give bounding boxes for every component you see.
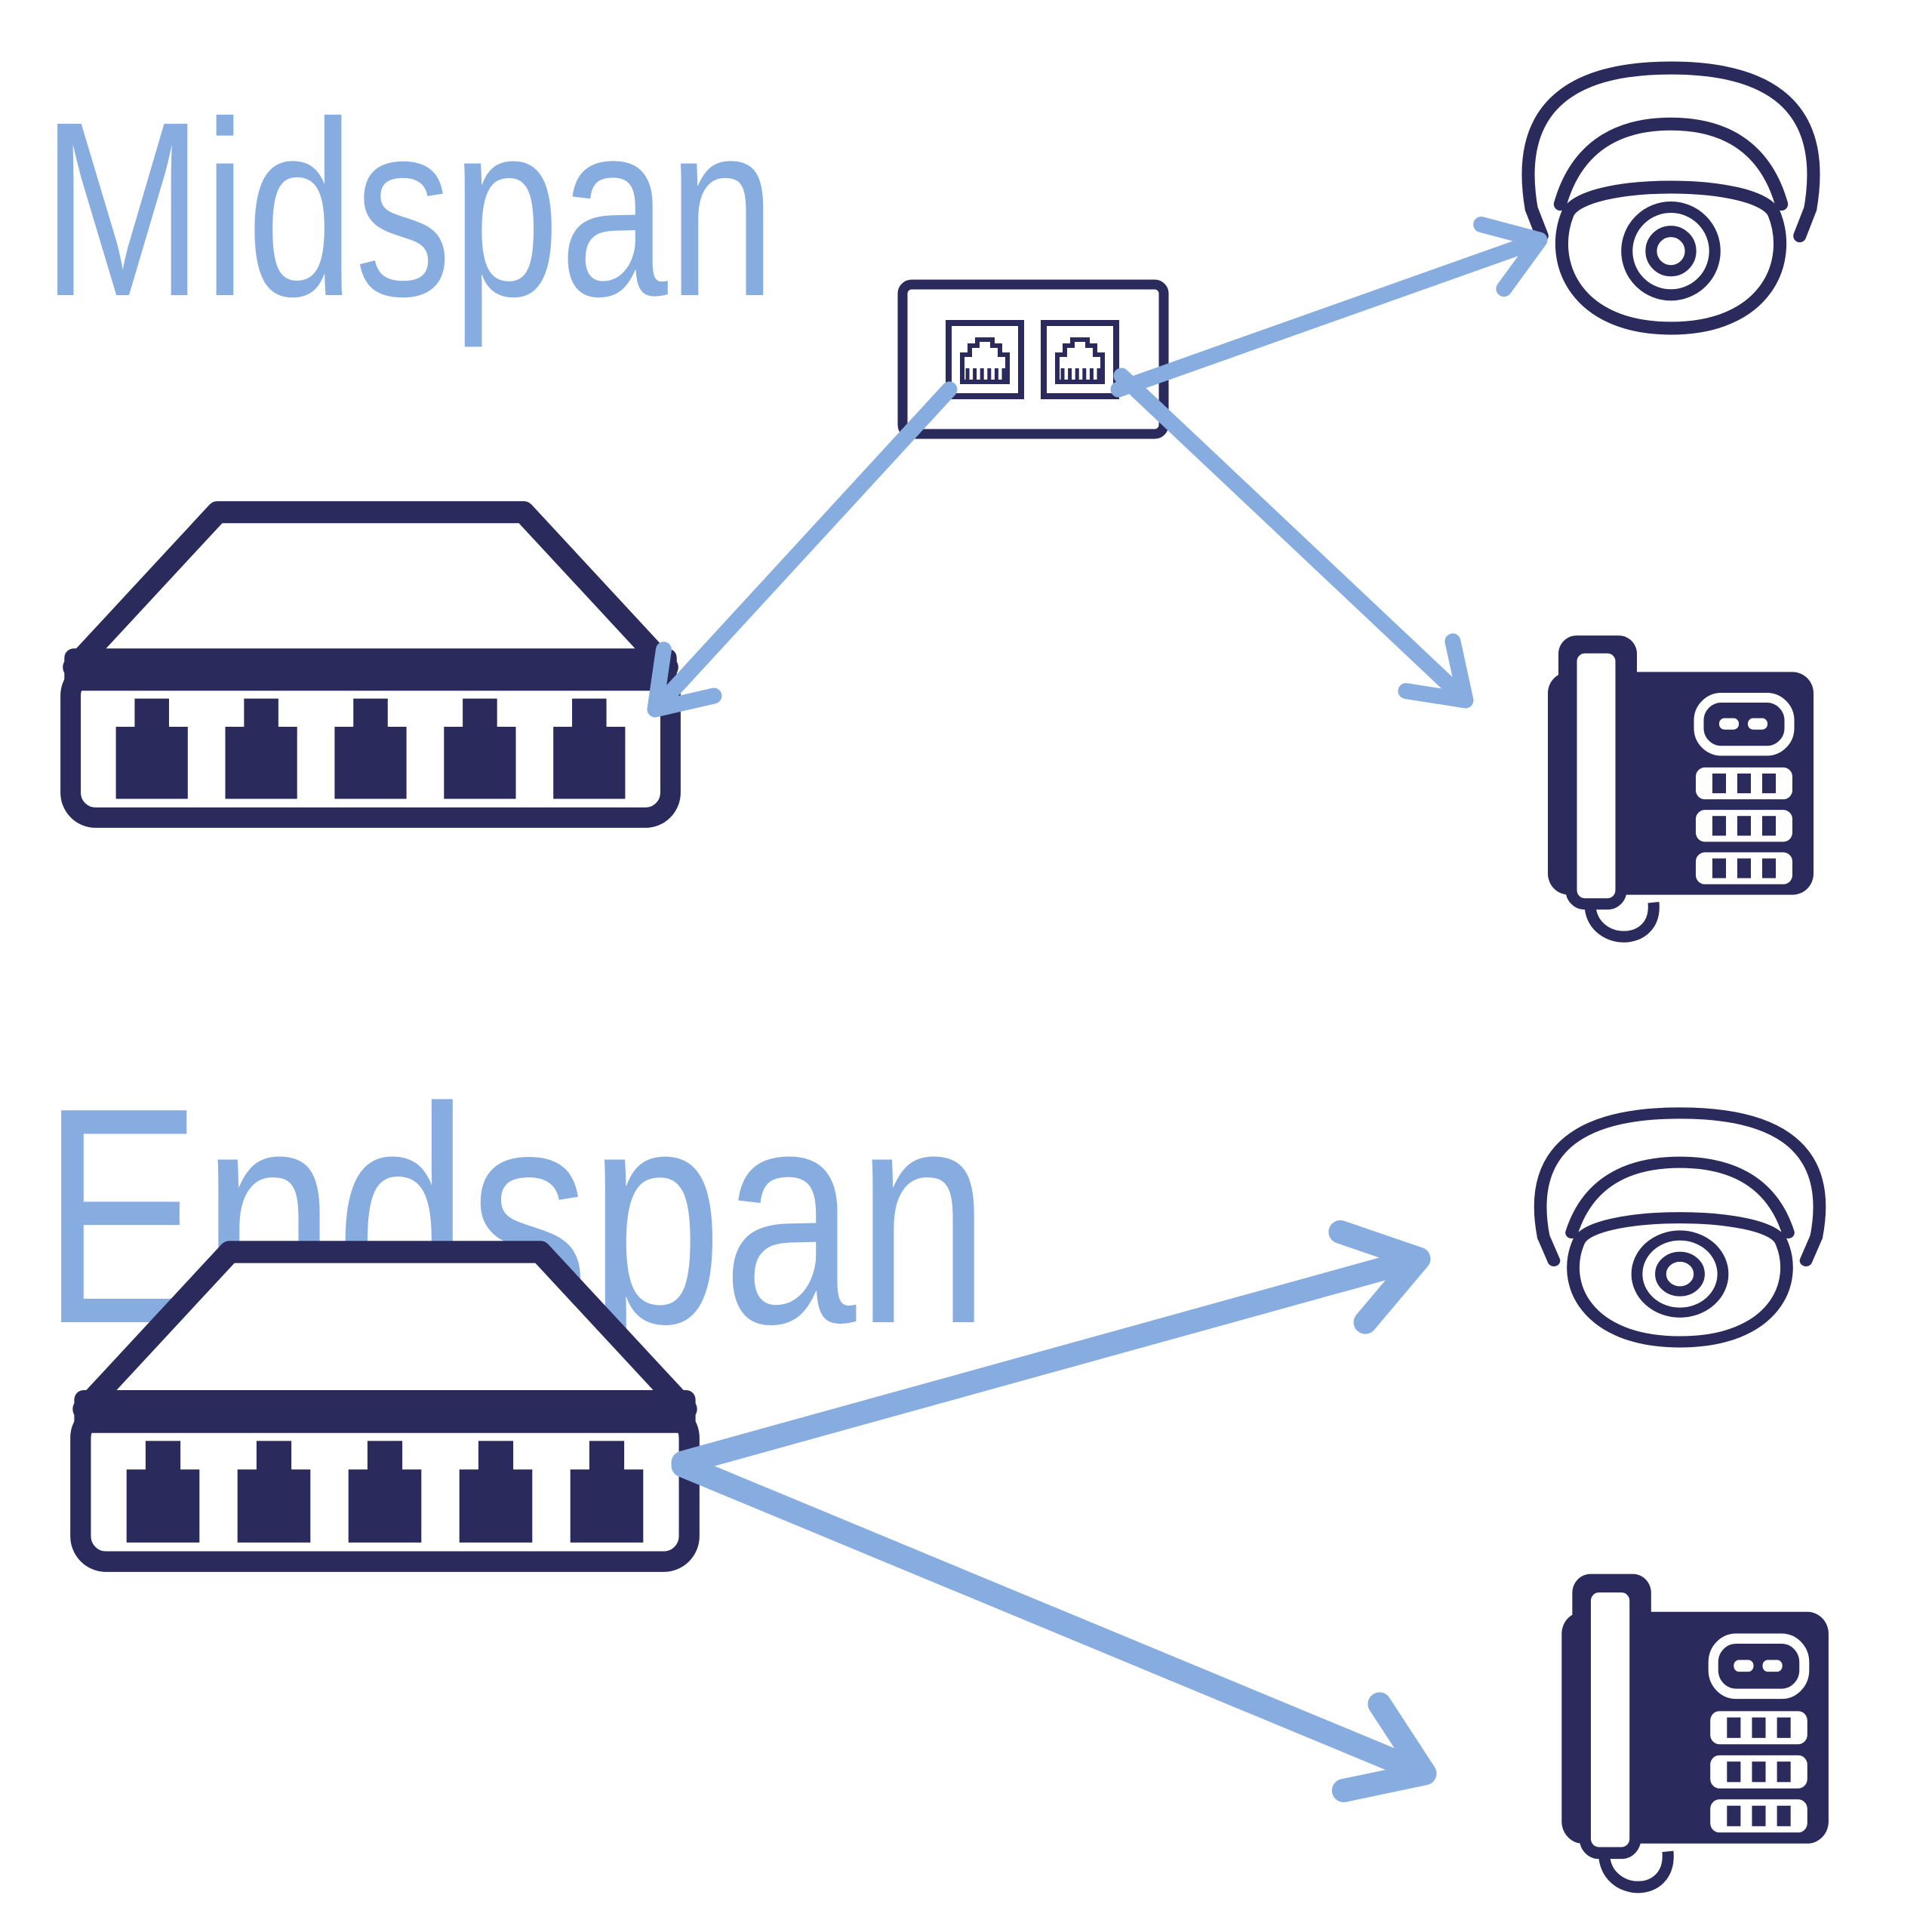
- arrow-switch-to-camera: [671, 1220, 1431, 1475]
- desk-phone-icon-endspan: [1561, 1574, 1829, 1887]
- dome-camera-icon-endspan: [1540, 1113, 1820, 1342]
- desk-phone-icon-midspan: [1548, 635, 1814, 937]
- arrow-injector-to-switch: [647, 381, 958, 718]
- dome-camera-icon-midspan: [1528, 68, 1814, 328]
- arrow-injector-to-phone: [1113, 368, 1474, 709]
- arrow-switch-to-phone: [671, 1454, 1437, 1803]
- connection-arrows: [647, 217, 1548, 1803]
- section-title-midspan: Midspan: [42, 69, 776, 348]
- arrow-injector-to-camera: [1110, 217, 1548, 398]
- network-switch-icon-endspan: [74, 1252, 695, 1561]
- poe-injector-icon: [903, 285, 1164, 434]
- network-switch-icon-midspan: [64, 512, 676, 818]
